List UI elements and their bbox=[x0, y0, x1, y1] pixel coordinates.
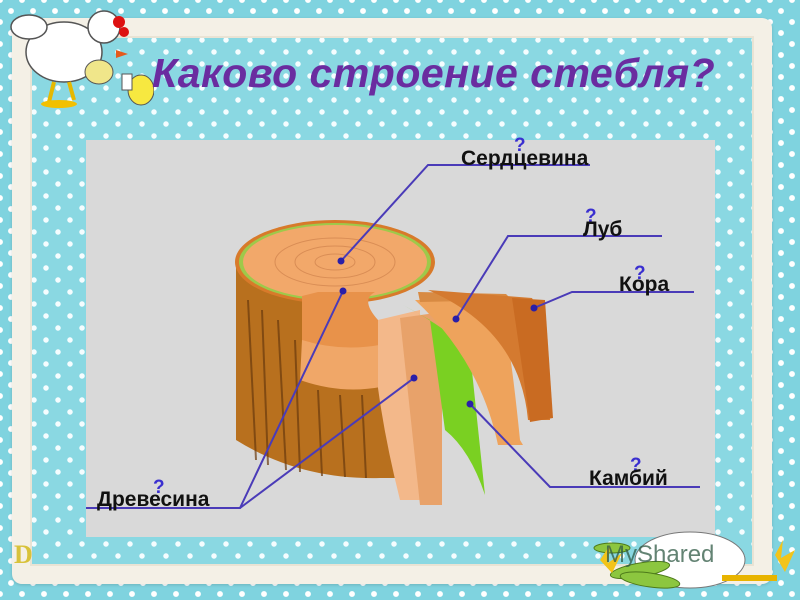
question-mark-phloem: ? bbox=[585, 206, 597, 227]
question-mark-wood: ? bbox=[153, 477, 165, 498]
question-mark-cambium: ? bbox=[630, 455, 642, 476]
question-mark-pith: ? bbox=[514, 135, 526, 156]
label-pith: Сердцевина bbox=[461, 147, 589, 170]
hen-and-chick-illustration bbox=[10, 10, 154, 108]
slide-title: Каково строение стебля? bbox=[152, 50, 716, 96]
label-bark: Кора bbox=[619, 273, 670, 296]
label-wood: Древесина bbox=[97, 488, 210, 511]
question-mark-bark: ? bbox=[634, 263, 646, 284]
corner-logo: D bbox=[14, 540, 33, 569]
label-cambium: Камбий bbox=[589, 467, 668, 490]
myshared-watermark: MyShared bbox=[605, 541, 715, 568]
label-phloem: Луб bbox=[583, 218, 623, 241]
